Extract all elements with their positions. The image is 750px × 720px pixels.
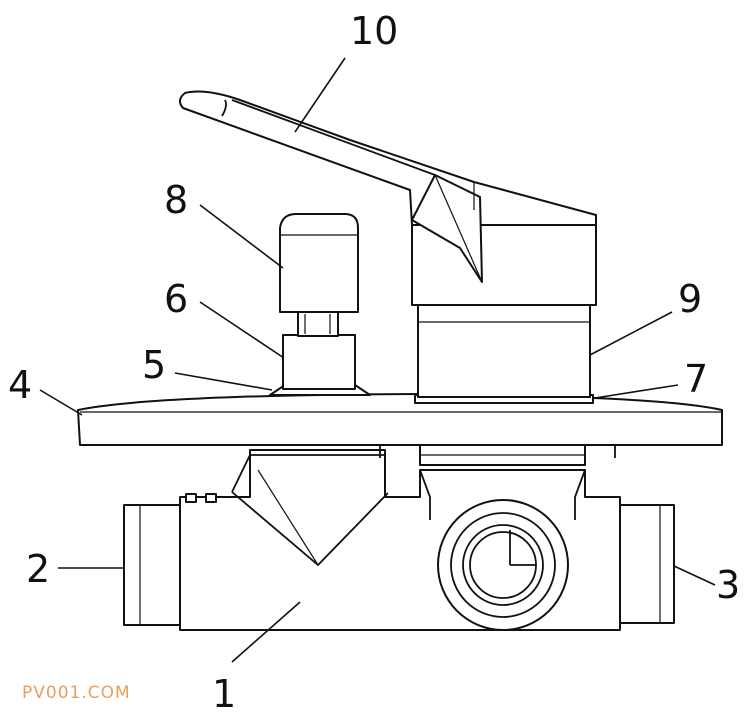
label-3: 3 xyxy=(716,563,740,607)
diverter-knob xyxy=(269,213,371,396)
leader-1 xyxy=(231,601,301,663)
leader-9 xyxy=(589,311,673,356)
label-4: 4 xyxy=(8,363,32,407)
label-5: 5 xyxy=(142,343,166,387)
label-6: 6 xyxy=(164,277,188,321)
label-1: 1 xyxy=(212,672,236,716)
diverter-stem xyxy=(297,311,339,337)
valve-body xyxy=(123,449,675,631)
label-8: 8 xyxy=(164,178,188,222)
escutcheon-plate xyxy=(77,393,723,466)
leader-8 xyxy=(199,204,284,269)
label-10: 10 xyxy=(350,9,398,53)
leader-4 xyxy=(39,389,83,416)
label-9: 9 xyxy=(678,277,702,321)
right-pipe xyxy=(617,504,675,624)
label-2: 2 xyxy=(26,547,50,591)
part-labels: 10 8 6 5 4 9 7 2 3 1 xyxy=(8,9,740,716)
leader-6 xyxy=(199,301,285,359)
cartridge-sleeve xyxy=(417,304,591,398)
diverter-stem-base xyxy=(282,334,356,390)
leader-lines xyxy=(39,57,716,663)
diverter-cap xyxy=(279,213,359,313)
leader-7 xyxy=(594,384,679,399)
watermark: PV001.COM xyxy=(22,683,131,703)
label-7: 7 xyxy=(684,357,708,401)
leader-3 xyxy=(673,565,716,586)
cartridge-housing xyxy=(411,224,597,404)
leader-5 xyxy=(174,372,273,391)
leader-10 xyxy=(294,57,346,133)
lever-handle xyxy=(179,90,597,283)
left-pipe xyxy=(123,504,183,626)
